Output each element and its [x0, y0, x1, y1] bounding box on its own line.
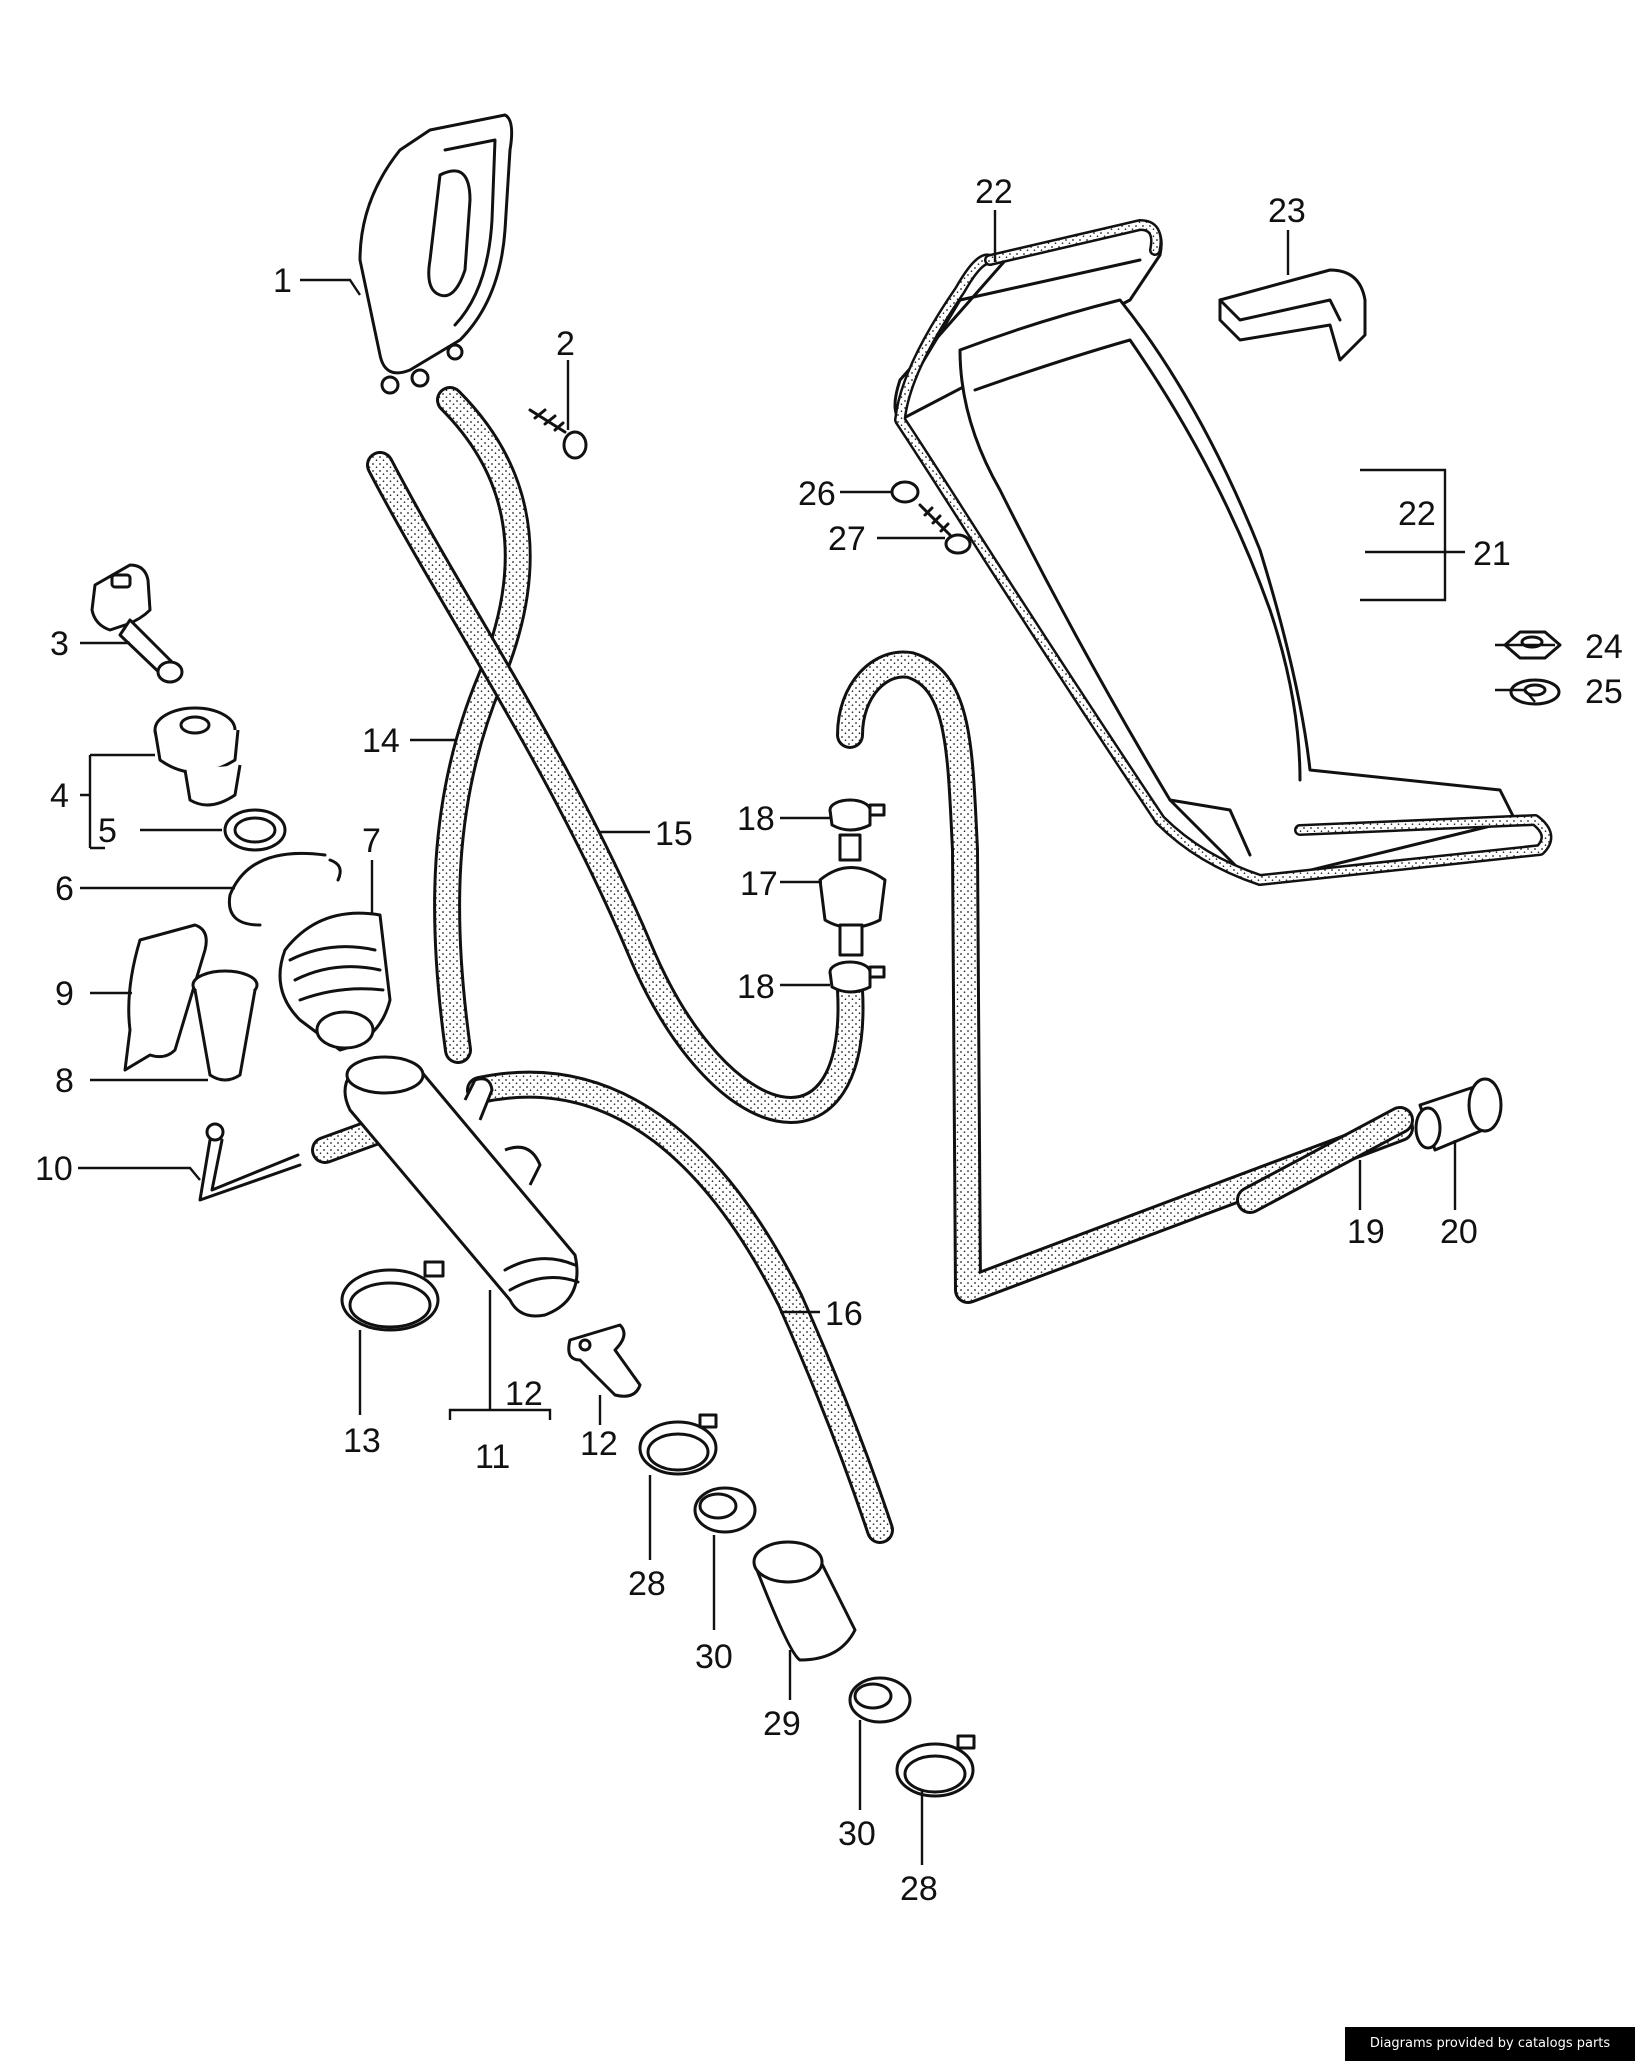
callout-27: 27 [828, 520, 866, 558]
foam-pad-23 [1218, 268, 1367, 362]
callout-5: 5 [98, 812, 117, 850]
callout-26: 26 [798, 475, 836, 513]
callout-12a: 12 [505, 1375, 543, 1413]
callout-10: 10 [35, 1150, 73, 1188]
key-3 [90, 563, 184, 684]
callout-18a: 18 [737, 800, 775, 838]
plate-9 [123, 923, 208, 1072]
callout-21: 21 [1473, 535, 1511, 573]
sleeve-29 [752, 1540, 857, 1662]
grommet-30-a [693, 1486, 757, 1534]
seal-22 [894, 219, 1553, 886]
callout-1: 1 [273, 262, 292, 300]
callout-2: 2 [556, 325, 575, 363]
callout-22b: 22 [1398, 495, 1436, 533]
callout-20: 20 [1440, 1213, 1478, 1251]
callout-labels: 1 2 3 4 5 6 7 8 9 10 11 12 12 13 14 15 1… [35, 173, 1623, 1908]
callout-19: 19 [1347, 1213, 1385, 1251]
callout-3: 3 [50, 625, 69, 663]
filler-flap-1 [358, 113, 514, 395]
callout-8: 8 [55, 1062, 74, 1100]
callout-29: 29 [763, 1705, 801, 1743]
callout-9: 9 [55, 975, 74, 1013]
hose-15 [366, 451, 865, 1124]
washer-26 [890, 480, 920, 504]
filler-neck-11 [343, 1055, 580, 1318]
cap-4 [153, 706, 242, 807]
clamp-18-lower [828, 960, 886, 994]
grommet-20 [1414, 1077, 1503, 1152]
callout-18b: 18 [737, 968, 775, 1006]
grommet-30-b [848, 1676, 912, 1724]
hose-14 [433, 386, 532, 1064]
hose-vent [836, 650, 1414, 1304]
callout-22a: 22 [975, 173, 1013, 211]
spring-clip-6 [227, 851, 342, 927]
callout-12b: 12 [580, 1425, 618, 1463]
callout-16: 16 [825, 1295, 863, 1333]
rubber-boot-7 [278, 911, 392, 1052]
valve-17 [818, 833, 887, 957]
clamp-28-b [895, 1734, 976, 1798]
callout-24: 24 [1585, 628, 1623, 666]
callout-13: 13 [343, 1422, 381, 1460]
callout-17: 17 [740, 865, 778, 903]
screw-27 [918, 503, 972, 555]
leader-lines [78, 210, 1555, 1865]
filter-cone-8 [191, 969, 259, 1082]
tube-10 [198, 1122, 302, 1202]
hose-16 [466, 1070, 894, 1544]
credit-banner: Diagrams provided by catalogs parts [1345, 2027, 1635, 2061]
callout-28a: 28 [628, 1565, 666, 1603]
callout-4: 4 [50, 777, 69, 815]
callout-28b: 28 [900, 1870, 938, 1908]
screw-2 [528, 408, 588, 460]
callout-30a: 30 [695, 1638, 733, 1676]
clamp-28-a [638, 1413, 718, 1476]
bracket-12 [567, 1323, 642, 1398]
callout-15: 15 [655, 815, 693, 853]
callout-7: 7 [362, 822, 381, 860]
hose-19 [1236, 1106, 1414, 1214]
callout-23: 23 [1268, 192, 1306, 230]
seal-ring-5 [223, 808, 287, 852]
callout-14: 14 [362, 722, 400, 760]
callout-25: 25 [1585, 673, 1623, 711]
callout-11: 11 [475, 1438, 510, 1476]
clamp-18-upper [828, 798, 886, 832]
callout-30b: 30 [838, 1815, 876, 1853]
hose-clamp-13 [340, 1260, 445, 1332]
callout-6: 6 [55, 870, 74, 908]
